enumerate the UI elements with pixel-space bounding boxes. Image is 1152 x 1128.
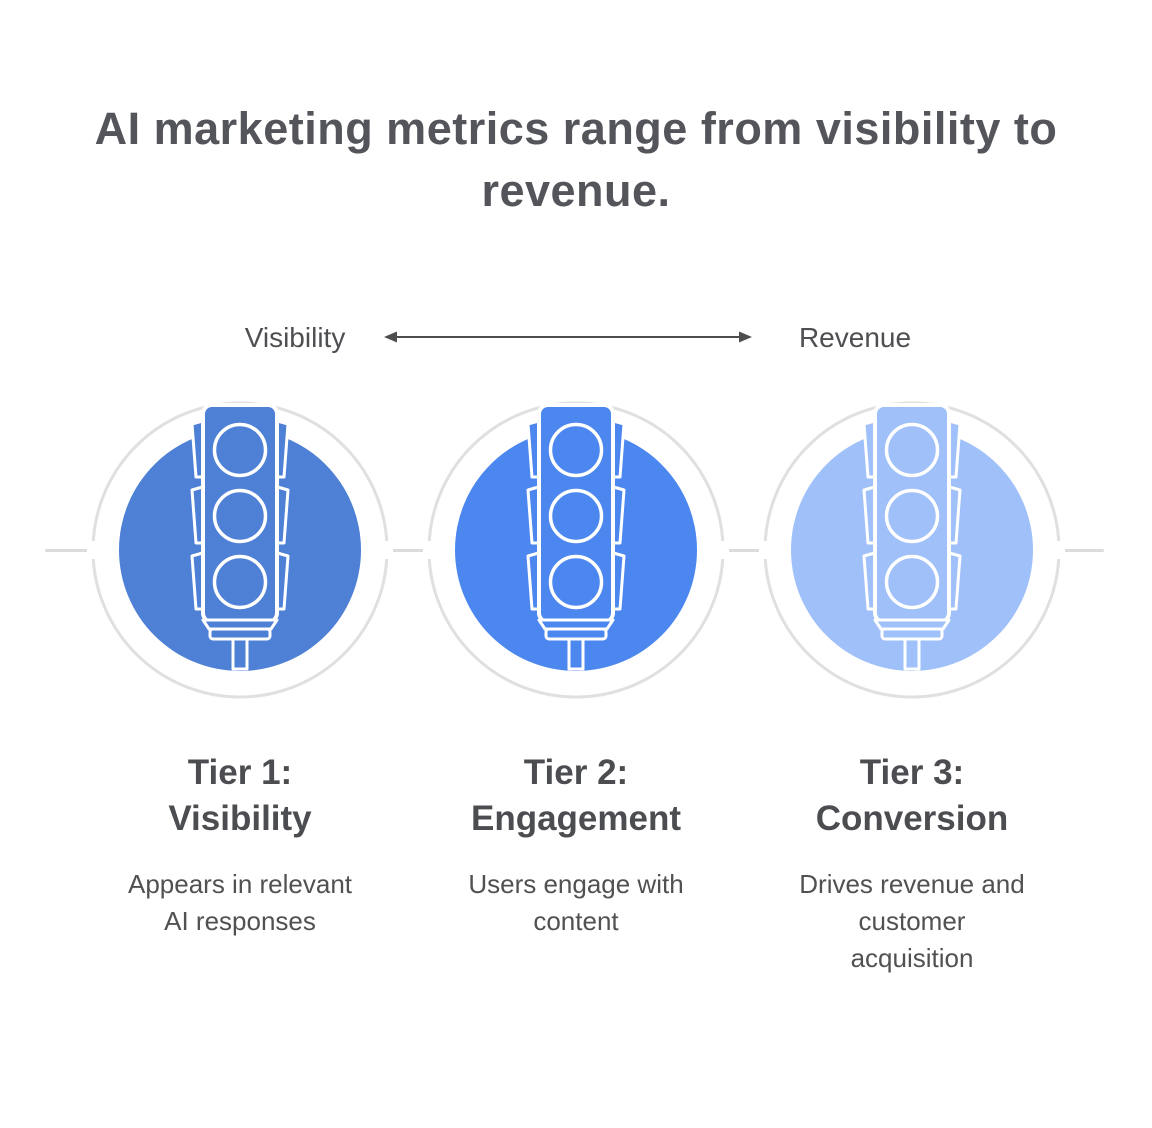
traffic-light-icon xyxy=(526,403,626,671)
connector-line-segment xyxy=(387,549,429,552)
tier-3-description: Drives revenue and customer acquisition xyxy=(799,869,1025,973)
axis-label-revenue: Revenue xyxy=(798,322,912,353)
tier-3-traffic-light-icon xyxy=(759,401,1065,699)
tier-2-traffic-light-icon xyxy=(423,401,729,699)
traffic-light-icon xyxy=(190,403,290,671)
connector-line-segment xyxy=(1059,549,1104,552)
connector-line-segment xyxy=(45,549,93,552)
axis-label-visibility: Visibility xyxy=(244,322,346,353)
double-arrow-icon xyxy=(384,331,752,343)
traffic-light-icon xyxy=(862,403,962,671)
tier-3-heading: Tier 3: Conversion xyxy=(815,753,1009,838)
tier-2-description: Users engage with content xyxy=(468,869,684,936)
connector-line-segment xyxy=(723,549,765,552)
tier-1-description: Appears in relevant AI responses xyxy=(127,869,353,936)
diagram-title: AI marketing metrics range from visibili… xyxy=(94,103,1058,216)
tier-1-heading: Tier 1: Visibility xyxy=(168,753,312,838)
tier-2-heading: Tier 2: Engagement xyxy=(470,753,682,838)
tier-1-traffic-light-icon xyxy=(87,401,393,699)
